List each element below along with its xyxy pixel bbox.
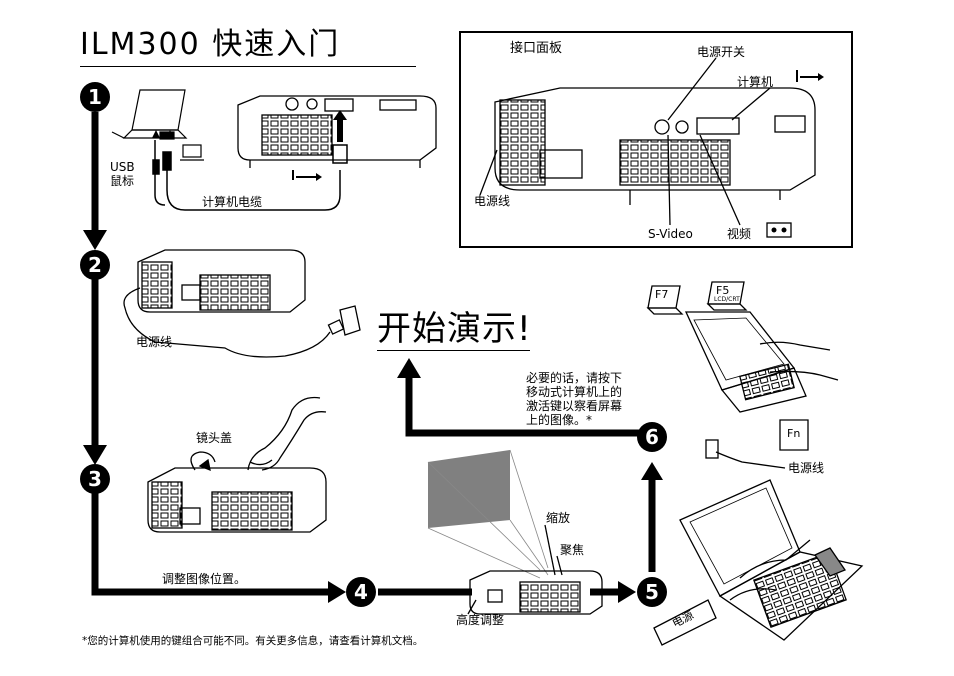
key-fn-label: Fn: [787, 427, 801, 440]
flow-path: [91, 112, 656, 596]
label-usb: USB: [110, 160, 135, 174]
laptop-f5-key: [706, 281, 748, 311]
arrow-head-right-1: [328, 581, 346, 603]
label-height-adjust: 高度调整: [456, 613, 505, 627]
key-f5-label: F5: [716, 284, 730, 297]
label-computer-port: 计算机: [737, 75, 774, 89]
step1-upload-arrows: [152, 110, 347, 142]
label-panel-power-cord: 电源线: [474, 194, 511, 208]
step4-projector: [467, 524, 603, 615]
laptop-f7-key: [646, 285, 684, 315]
arrow-head-up: [641, 462, 663, 480]
step5-outlet: [705, 439, 786, 469]
step-1-badge: 1: [80, 82, 110, 112]
arrow-head-start: [397, 358, 421, 378]
label-zoom: 缩放: [546, 511, 571, 525]
step4-screen: [427, 449, 549, 579]
start-presentation-heading: 开始演示!: [377, 309, 532, 349]
panel-projector: [479, 57, 816, 226]
step5-laptop: [653, 479, 864, 646]
step3-hand: [247, 396, 327, 471]
page-title: ILM300 快速入门: [80, 27, 341, 62]
label-power-switch: 电源开关: [697, 45, 746, 59]
usb-symbol-step1: [292, 170, 322, 181]
step6-instruction-line1: 必要的话，请按下: [526, 371, 623, 385]
step-2-badge: 2: [80, 250, 110, 280]
arrow-heads: [83, 230, 663, 603]
step-5-badge: 5: [637, 577, 667, 607]
label-svideo: S-Video: [648, 227, 693, 241]
label-adjust-image: 调整图像位置。: [162, 572, 247, 586]
step6-instruction-line3: 激活键以察看屏幕: [526, 399, 623, 413]
step1-cable: [152, 140, 348, 211]
arrow-head-right-2: [618, 581, 636, 603]
label-step2-power-cord: 电源线: [136, 335, 173, 349]
step2-projector: [123, 249, 361, 358]
step6-instruction-line4: 上的图像。*: [526, 413, 593, 427]
footnote: *您的计算机使用的键组合可能不同。有关更多信息，请查看计算机文档。: [82, 635, 424, 647]
label-computer-cable: 计算机电缆: [202, 195, 263, 209]
step6-instruction-line2: 移动式计算机上的: [526, 385, 623, 399]
step-3-badge: 3: [80, 464, 110, 494]
label-mouse: 鼠标: [110, 174, 135, 188]
label-lens-cap: 镜头盖: [196, 431, 233, 445]
step1-projector: [237, 95, 437, 168]
start-underline: [377, 350, 530, 351]
arrow-head-down-2: [83, 445, 107, 465]
label-step5-power-cord: 电源线: [788, 461, 825, 475]
laptop-step6: [684, 311, 839, 451]
key-f7-label: F7: [655, 288, 669, 301]
arrow-head-down-1: [83, 230, 107, 250]
step-4-badge: 4: [346, 577, 376, 607]
label-video: 视频: [727, 227, 752, 241]
label-focus: 聚焦: [560, 543, 585, 557]
panel-icons: [766, 70, 824, 238]
title-underline: [80, 66, 416, 67]
interface-panel-heading: 接口面板: [510, 41, 563, 56]
step-6-badge: 6: [637, 422, 667, 452]
key-lcdcrt-label: LCD/CRT: [714, 296, 740, 303]
interface-panel-box: [459, 31, 853, 248]
step3-projector: [147, 451, 327, 533]
step1-laptop: [111, 89, 204, 161]
